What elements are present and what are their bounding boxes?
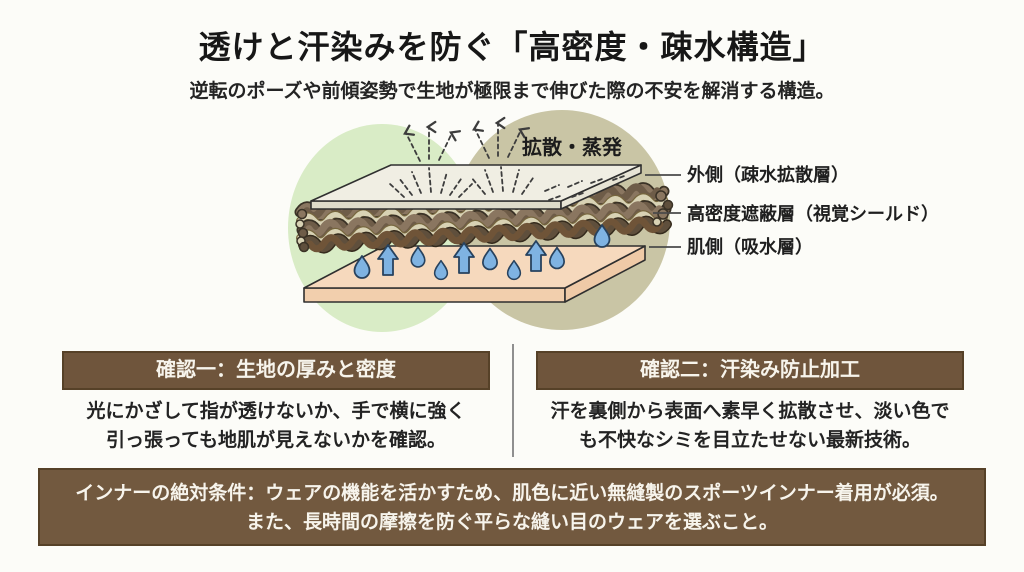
water-drop-icon [482,247,498,271]
water-drop-icon [410,246,426,268]
water-drop-icon [433,259,449,281]
check2-body-line1: 汗を裏側から表面へ素早く拡散させ、淡い色で [550,401,950,422]
water-drop-icon [353,255,371,279]
water-drop-icon [549,246,565,270]
check1-title: 確認一：生地の厚みと密度 [62,351,490,390]
inner-wear-note-line2: また、長時間の摩擦を防ぐ平らな縫い目のウェアを選ぶこと。 [245,512,778,533]
check1-body-line2: 引っ張っても地肌が見えないかを確認。 [105,430,447,451]
check1-body: 光にかざして指が透けないか、手で横に強く 引っ張っても地肌が見えないかを確認。 [62,397,490,455]
check2-body: 汗を裏側から表面へ素早く拡散させ、淡い色で も不快なシミを目立たせない最新技術。 [536,397,964,455]
water-drop-icon [506,259,522,281]
rope-end-curls [295,190,674,253]
check2-title: 確認二：汗染み防止加工 [536,351,964,390]
page-subtitle: 逆転のポーズや前傾姿勢で生地が極限まで伸びた際の不安を解消する構造。 [189,81,835,102]
water-drop-icon [593,224,611,248]
page-title: 透けと汗染みを防ぐ「高密度・疎水構造」 [198,29,826,65]
diffusion-dashes [388,166,628,201]
evaporation-arrows [403,116,530,162]
leader-lines [645,174,681,248]
layer-label-skin: 肌側（吸水層） [687,236,813,257]
water-drop-icons [353,224,611,281]
check2-body-line2: も不快なシミを目立たせない最新技術。 [578,430,921,451]
check-box-fabric-density: 確認一：生地の厚みと密度 光にかざして指が透けないか、手で横に強く 引っ張っても… [62,351,490,455]
up-arrow-icon [453,242,475,274]
inner-wear-note-line1: インナーの絶対条件：ウェアの機能を活かすため、肌色に近い無縫製のスポーツインナー… [75,483,949,504]
up-arrow-icon [525,240,547,272]
check1-body-line1: 光にかざして指が透けないか、手で横に強く [86,401,466,422]
layer-label-outer: 外側（疎水拡散層） [687,164,849,185]
evaporation-label: 拡散・蒸発 [522,135,623,159]
absorption-arrow-icons [377,240,547,276]
inner-wear-note: インナーの絶対条件：ウェアの機能を活かすため、肌色に近い無縫製のスポーツインナー… [38,468,986,546]
column-divider [512,344,514,457]
up-arrow-icon [377,244,399,276]
check-box-sweat-stain: 確認二：汗染み防止加工 汗を裏側から表面へ素早く拡散させ、淡い色で も不快なシミ… [536,351,964,455]
layer-label-dense: 高密度遮蔽層（視覚シールド） [687,203,939,224]
